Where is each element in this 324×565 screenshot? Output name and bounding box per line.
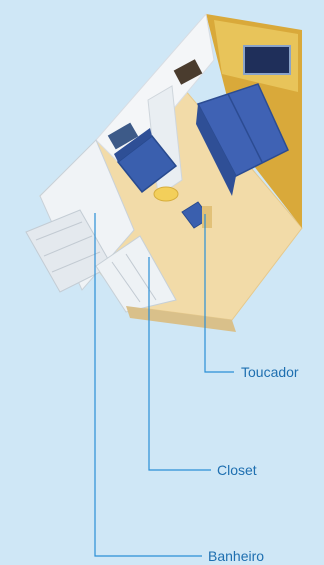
closet-area xyxy=(95,235,177,313)
leader-line-banheiro xyxy=(94,213,202,557)
bed-base xyxy=(196,104,236,196)
leader-lines xyxy=(94,213,234,557)
wall-picture-small xyxy=(107,122,139,150)
wall-picture xyxy=(173,59,203,85)
shower-line-3 xyxy=(51,251,101,273)
leader-line-closet xyxy=(148,257,211,471)
sofa xyxy=(116,134,178,194)
vanity-desk xyxy=(202,206,212,228)
shower-line-1 xyxy=(35,221,83,241)
closet-line-1 xyxy=(111,261,141,303)
wall-tv xyxy=(243,45,291,75)
closet-line-2 xyxy=(125,253,157,301)
label-banheiro: Banheiro xyxy=(208,548,265,564)
entry-corner xyxy=(126,306,236,332)
coffee-table xyxy=(153,186,179,202)
label-closet: Closet xyxy=(217,462,257,478)
leader-line-toucador xyxy=(204,214,234,373)
sofa-back xyxy=(114,128,152,162)
bed-seam xyxy=(227,93,263,163)
label-toucador: Toucador xyxy=(241,364,299,380)
cabin-illustration xyxy=(25,12,303,332)
shower-line-2 xyxy=(43,235,93,257)
